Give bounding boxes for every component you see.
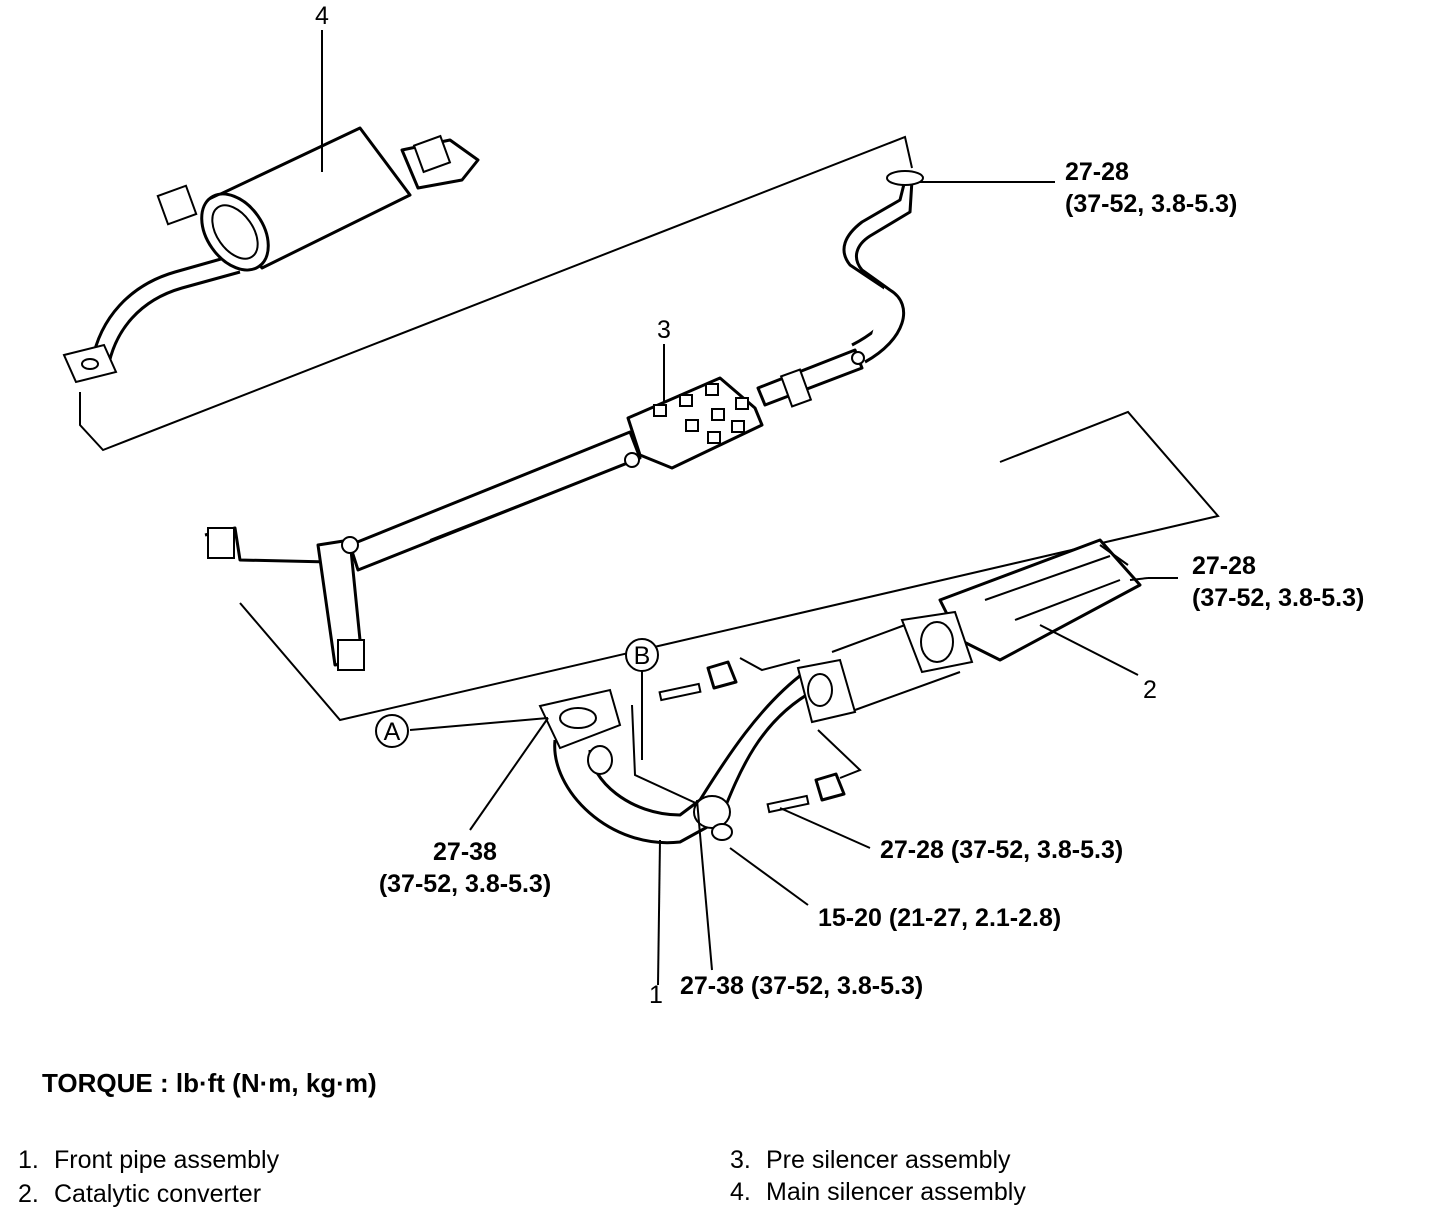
torque-callout-manifold-line2: (37-52, 3.8-5.3) bbox=[379, 870, 551, 898]
front-pipe-assembly bbox=[538, 624, 961, 845]
torque-callout-flange: 27-28 (37-52, 3.8-5.3) bbox=[880, 836, 1123, 864]
torque-callout-mid-right-line1: 27-28 bbox=[1192, 552, 1256, 580]
part-number-3: 3 bbox=[657, 316, 671, 344]
legend-label: Catalytic converter bbox=[54, 1180, 262, 1208]
lower-section-outline bbox=[239, 410, 1220, 722]
torque-callout-top-right-line1: 27-28 bbox=[1065, 158, 1129, 186]
torque-callout-bracket: 15-20 (21-27, 2.1-2.8) bbox=[818, 904, 1061, 932]
main-silencer-assembly bbox=[62, 126, 480, 384]
pre-silencer-assembly bbox=[204, 170, 924, 671]
torque-callout-lower: 27-38 (37-52, 3.8-5.3) bbox=[680, 972, 923, 1000]
legend-item-3: 3. Pre silencer assembly bbox=[730, 1146, 1011, 1175]
ref-b-label: B bbox=[634, 642, 651, 670]
leader-lines bbox=[321, 30, 1178, 986]
legend-number: 1. bbox=[18, 1146, 39, 1174]
legend-number: 4. bbox=[730, 1178, 751, 1206]
legend-label: Pre silencer assembly bbox=[766, 1146, 1011, 1174]
torque-callout-mid-right-line2: (37-52, 3.8-5.3) bbox=[1192, 584, 1364, 612]
torque-callout-top-right-line2: (37-52, 3.8-5.3) bbox=[1065, 190, 1237, 218]
part-number-2: 2 bbox=[1143, 676, 1157, 704]
ref-a-label: A bbox=[384, 718, 401, 746]
legend-number: 2. bbox=[18, 1180, 39, 1208]
upper-section-outline bbox=[79, 135, 913, 452]
legend-item-4: 4. Main silencer assembly bbox=[730, 1178, 1026, 1207]
catalytic-converter bbox=[900, 538, 1149, 674]
reference-marker-b: B bbox=[625, 638, 659, 672]
legend-item-1: 1. Front pipe assembly bbox=[18, 1146, 279, 1175]
reference-marker-a: A bbox=[375, 714, 409, 748]
part-number-4: 4 bbox=[315, 2, 329, 30]
torque-callout-manifold-line1: 27-38 bbox=[433, 838, 497, 866]
fasteners bbox=[658, 657, 862, 814]
legend-number: 3. bbox=[730, 1146, 751, 1174]
part-number-1: 1 bbox=[649, 981, 663, 1009]
legend-item-2: 2. Catalytic converter bbox=[18, 1180, 261, 1209]
torque-units-heading: TORQUE : lb·ft (N·m, kg·m) bbox=[42, 1068, 377, 1098]
legend-label: Front pipe assembly bbox=[54, 1146, 280, 1174]
legend-label: Main silencer assembly bbox=[766, 1178, 1026, 1206]
